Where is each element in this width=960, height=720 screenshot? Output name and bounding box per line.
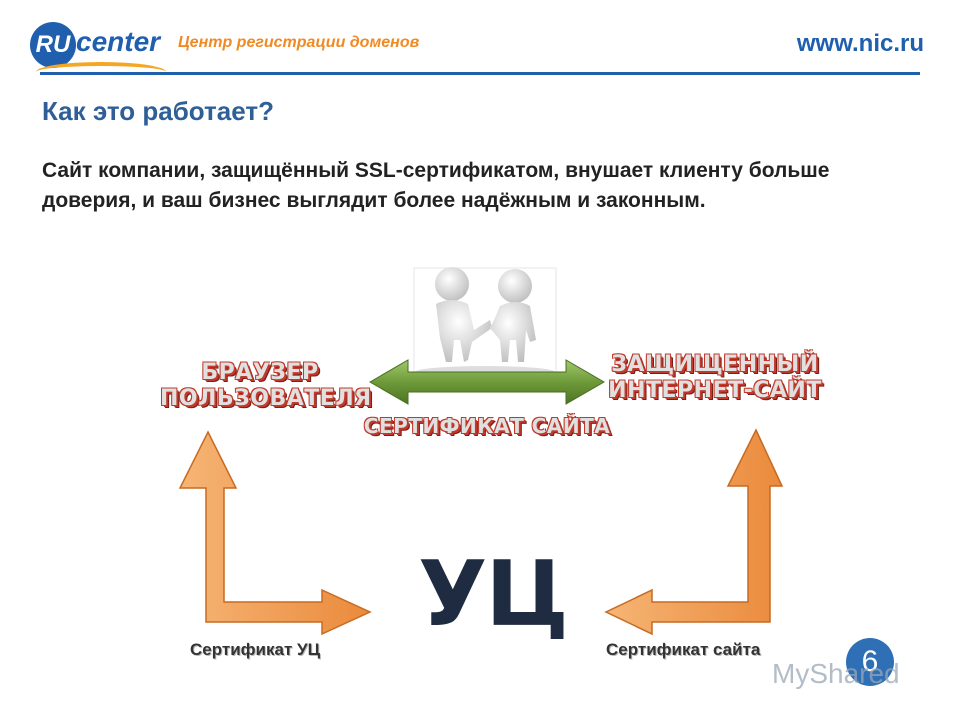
right-orange-arrow-icon — [604, 428, 784, 636]
browser-label-line2: ПОЛЬЗОВАТЕЛЯ — [160, 386, 372, 411]
header-divider — [40, 72, 920, 75]
double-arrow-icon — [369, 359, 605, 405]
site-label-line1: ЗАЩИЩЕННЫЙ — [611, 352, 819, 377]
browser-label-line1: БРАУЗЕР — [201, 360, 319, 385]
lead-text: Сайт компании, защищённый SSL-сертификат… — [42, 159, 830, 212]
browser-label: БРАУЗЕР ПОЛЬЗОВАТЕЛЯ — [160, 360, 372, 412]
watermark: MyShared — [772, 658, 900, 689]
page-number-badge: 6 — [846, 638, 894, 686]
header: RU center Центр регистрации доменов www.… — [0, 0, 960, 80]
tagline: Центр регистрации доменов — [178, 34, 420, 51]
slide-title: Как это работает? — [42, 96, 274, 126]
ca-label: УЦ — [418, 542, 569, 647]
handshake-figures-icon — [413, 267, 557, 378]
ca-certificate-caption: Сертификат УЦ — [190, 640, 320, 659]
site-certificate-caption: Сертификат сайта — [606, 640, 761, 659]
site-label-line2: ИНТЕРНЕТ-САЙТ — [608, 378, 822, 403]
site-url-link[interactable]: www.nic.ru — [796, 30, 924, 57]
logo-swoosh — [36, 62, 166, 82]
secure-site-label: ЗАЩИЩЕННЫЙ ИНТЕРНЕТ-САЙТ — [600, 352, 830, 404]
logo-mark: RU — [30, 22, 76, 68]
ru-center-logo[interactable]: RU center — [26, 18, 166, 78]
logo-word: center — [76, 26, 161, 57]
site-certificate-label: СЕРТИФИКАТ САЙТА — [363, 414, 611, 438]
left-orange-arrow-icon — [178, 430, 372, 636]
